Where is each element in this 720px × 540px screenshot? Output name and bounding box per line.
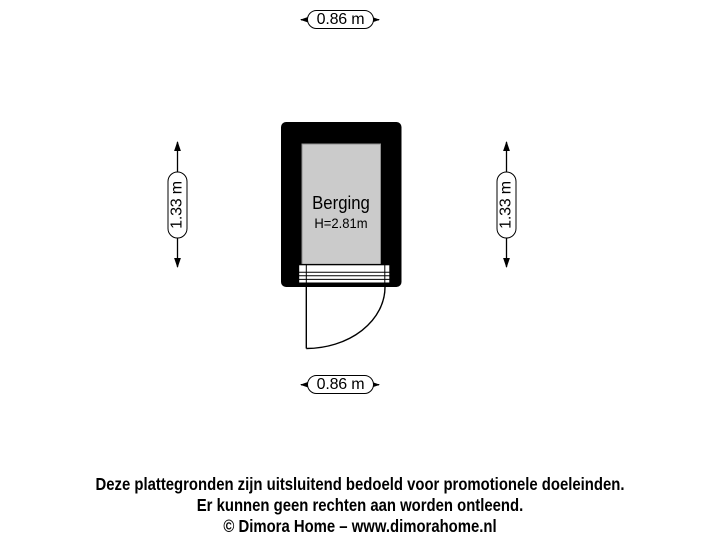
dim-label-bottom: 0.86 m <box>307 375 374 394</box>
disclaimer-line-1: Deze plattegronden zijn uitsluitend bedo… <box>95 474 625 494</box>
door-swing-arc <box>306 286 386 350</box>
room-floor <box>301 143 381 266</box>
dim-label-top: 0.86 m <box>307 10 374 29</box>
door-swing <box>305 286 386 350</box>
door-threshold <box>297 263 391 284</box>
disclaimer: Deze plattegronden zijn uitsluitend bedo… <box>0 474 720 537</box>
room-label: Berging H=2.81m <box>295 192 388 231</box>
room-name: Berging <box>312 193 370 213</box>
copyright-line: © Dimora Home – www.dimorahome.nl <box>223 516 497 536</box>
dim-label-left: 1.33 m <box>167 171 188 239</box>
room-ceiling-height: H=2.81m <box>314 215 368 231</box>
dim-label-right: 1.33 m <box>496 171 517 239</box>
disclaimer-line-2: Er kunnen geen rechten aan worden ontlee… <box>196 495 524 515</box>
